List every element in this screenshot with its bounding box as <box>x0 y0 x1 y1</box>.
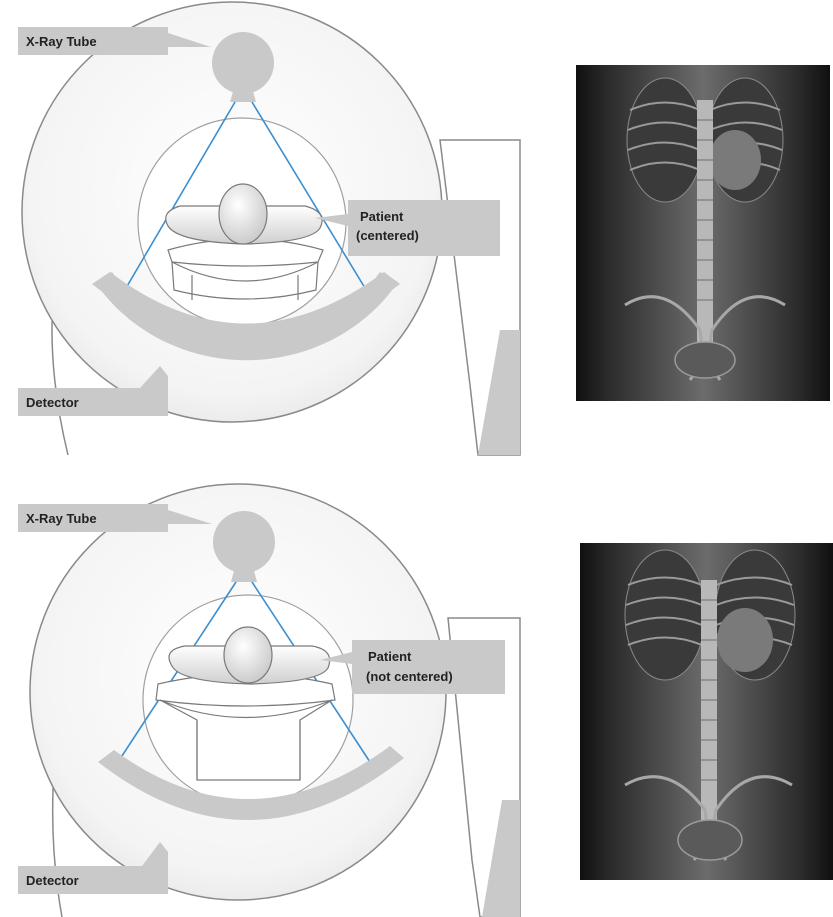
xray-tube-neck <box>230 88 256 102</box>
callout-label: Patient <box>360 209 404 224</box>
callout-label: X-Ray Tube <box>26 34 97 49</box>
callout-label: X-Ray Tube <box>26 511 97 526</box>
patient-head <box>219 184 267 244</box>
callout-label: Detector <box>26 873 79 888</box>
callout-label: Patient <box>368 649 412 664</box>
panel-not-centered: X-Ray Tube Patient (not centered) Detect… <box>18 484 520 917</box>
xray-tube-icon <box>212 32 274 94</box>
callout-label: (not centered) <box>366 669 453 684</box>
xray-tube-icon <box>213 511 275 573</box>
patient-head <box>224 627 272 683</box>
panel-centered: X-Ray Tube Patient (centered) Detector <box>18 2 520 455</box>
callout-label: Detector <box>26 395 79 410</box>
xray-image-not-centered <box>580 543 833 880</box>
xray-image-centered <box>576 65 830 401</box>
callout-label: (centered) <box>356 228 419 243</box>
xray-tube-neck <box>231 567 257 582</box>
